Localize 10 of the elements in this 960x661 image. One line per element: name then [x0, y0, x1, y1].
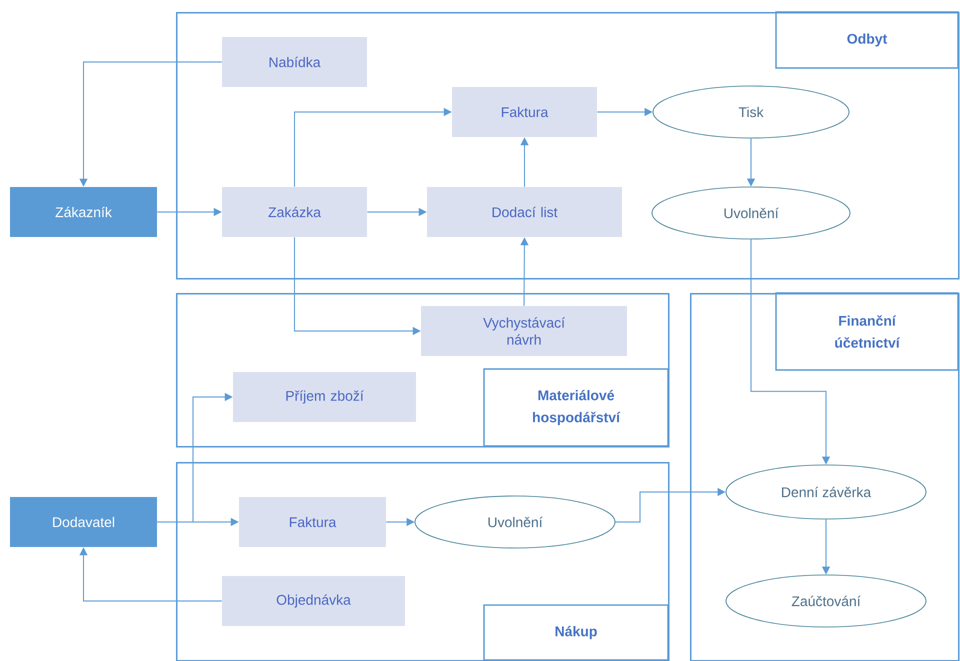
process-box: Vychystávací návrh — [421, 306, 627, 356]
actor-box: Dodavatel — [10, 497, 157, 547]
process-box: Dodací list — [427, 187, 622, 237]
process-box: Faktura — [452, 87, 597, 137]
process-box: Zakázka — [222, 187, 367, 237]
process-box: Objednávka — [222, 576, 405, 626]
process-box: Nabídka — [222, 37, 367, 87]
process-box: Příjem zboží — [233, 372, 416, 422]
process-box: Faktura — [239, 497, 386, 547]
actor-box: Zákazník — [10, 187, 157, 237]
